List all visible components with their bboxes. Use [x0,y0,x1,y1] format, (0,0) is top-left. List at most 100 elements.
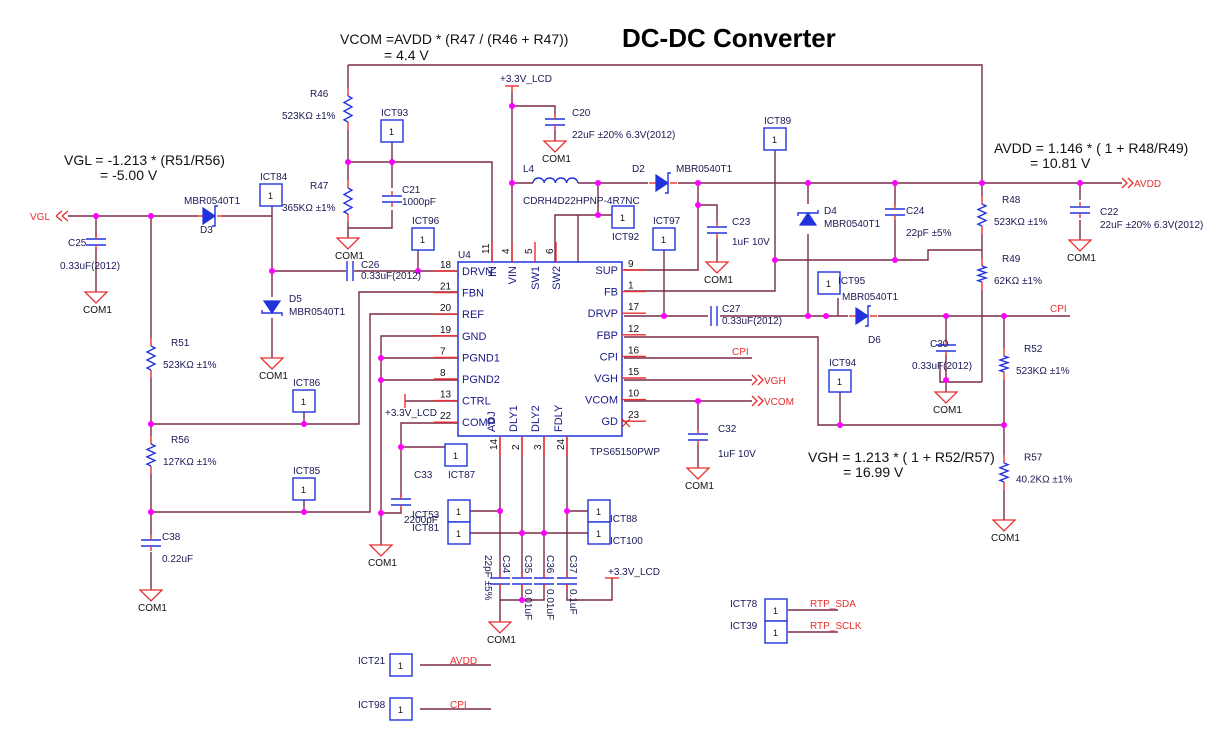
ic-u4[interactable]: U4 TPS65150PWP 18DRVN21FBN20REF19GND7PGN… [434,242,660,458]
capacitor-ref: C20 [572,108,591,119]
resistor-value: 523KΩ ±1% [163,360,217,371]
net-label-avdd: AVDD [450,656,477,667]
net-avdd-port[interactable]: AVDD [1121,177,1161,190]
ic-ref: U4 [458,250,471,261]
net-vcom-port[interactable]: VCOM [751,395,794,408]
capacitor-c30[interactable]: C30 0.33uF(2012) [912,339,972,372]
pin-number: 21 [440,282,452,293]
svg-text:+3.3V_LCD: +3.3V_LCD [608,567,660,578]
resistor-ref: R52 [1024,344,1043,355]
net-vgh-port[interactable]: VGH [751,374,786,387]
capacitor-ref: C30 [930,339,949,350]
test-point-pin: 1 [268,191,273,201]
diode-ref: D3 [200,225,213,236]
capacitor-value: 1000pF [402,197,436,208]
capacitor-value: 0.33uF(2012) [912,361,972,372]
capacitor-value: 1uF 10V [718,449,756,460]
svg-text:AVDD: AVDD [1134,179,1161,190]
capacitor-value: 0.33uF(2012) [60,261,120,272]
pin-name: IN [487,266,499,277]
resistor-ref: R48 [1002,195,1021,206]
net-label-rtp-sclk: RTP_SCLK [810,621,862,632]
capacitor-ref: C36 [544,555,555,574]
inductor-l4[interactable]: L4 CDRH4D22HPNP-4R7NC [523,164,640,207]
pin-number: 5 [524,248,535,254]
net-vgl-port[interactable]: VGL [30,210,69,223]
ic-pin-fb[interactable]: 1FB [604,281,646,299]
capacitor-ref: C38 [162,532,181,543]
test-point-label: ICT86 [293,378,321,389]
